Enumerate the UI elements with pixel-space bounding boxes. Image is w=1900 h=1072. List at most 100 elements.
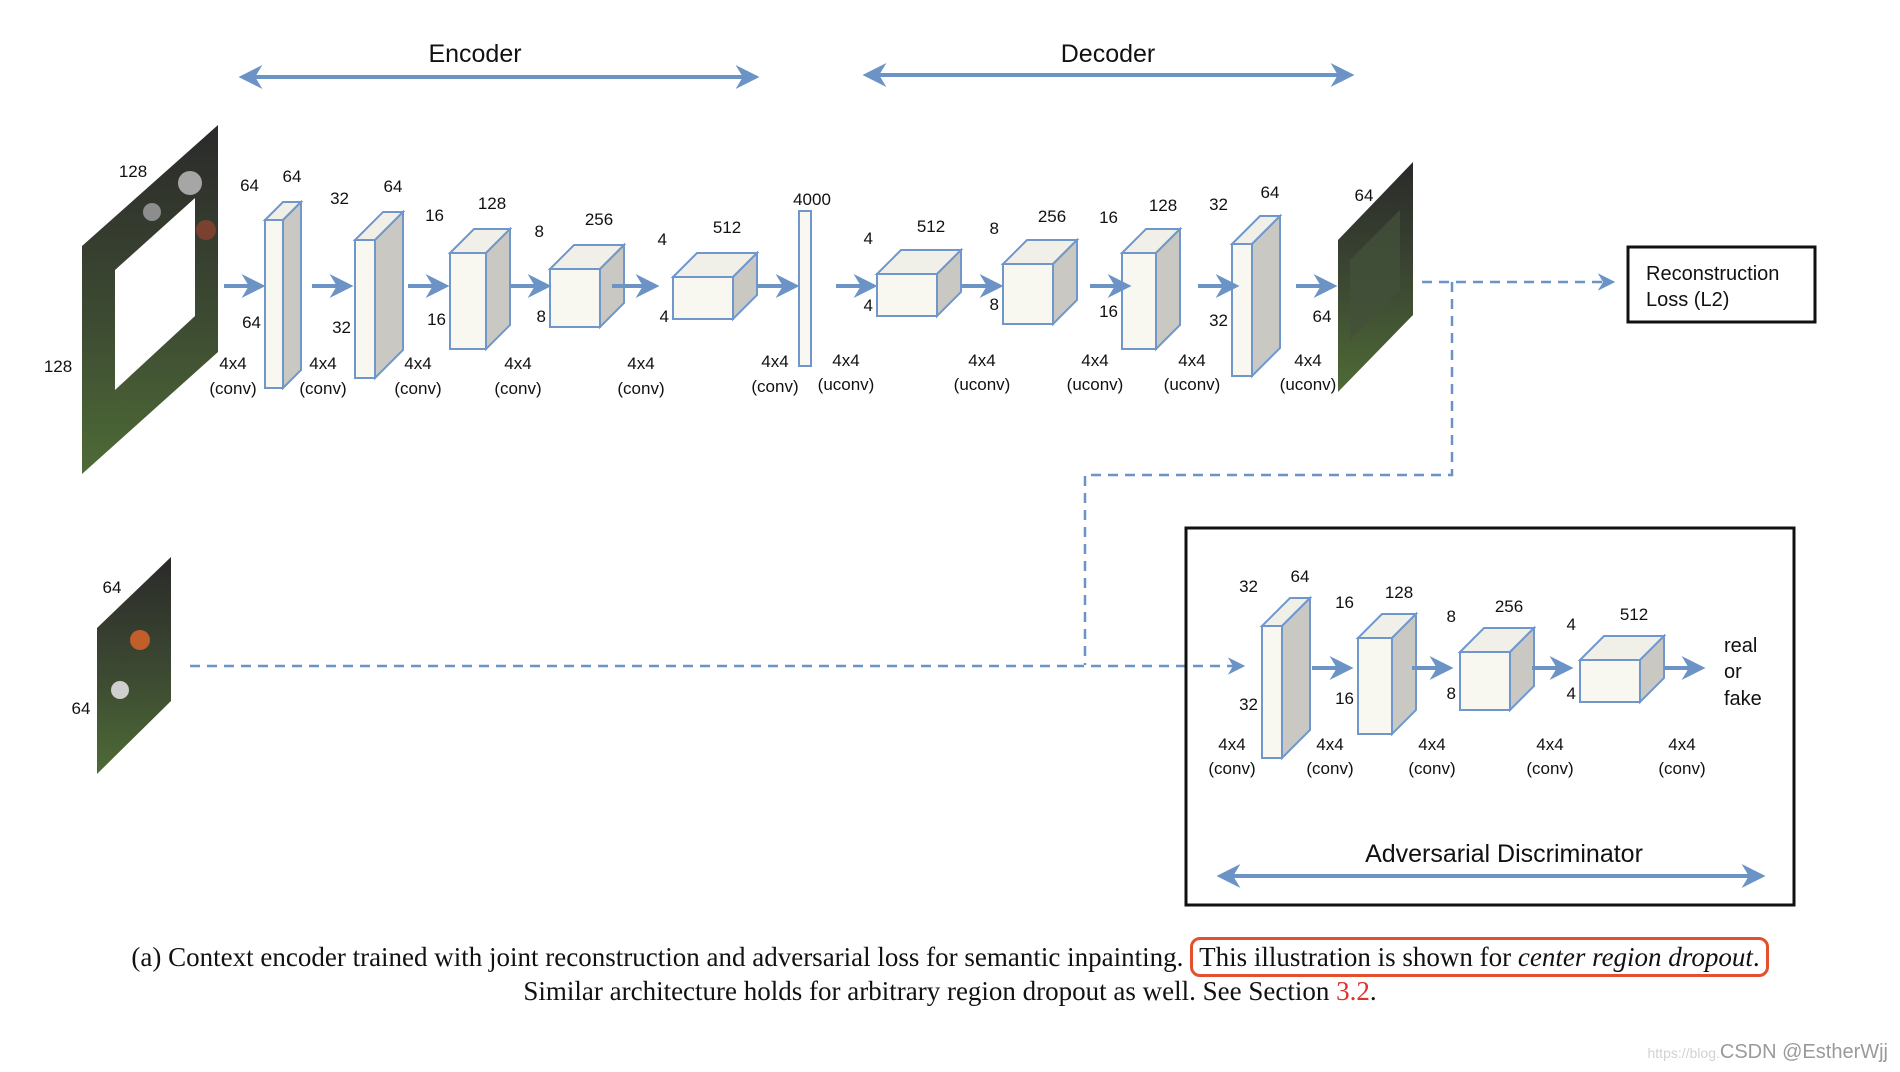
encoder-layer-1-dim-a: 64 <box>240 176 259 195</box>
caption-highlight-pre: This illustration is shown for <box>1199 942 1518 972</box>
decoder-layer-1-kernel: 4x4 <box>832 351 859 370</box>
output-height-label: 64 <box>1313 307 1332 326</box>
caption-line2-end: . <box>1369 976 1377 1006</box>
encoder-layer-1-kernel: 4x4 <box>219 354 246 373</box>
encoder-layer-2-kernel: 4x4 <box>309 354 336 373</box>
caption-highlight-emphasis: center region dropout <box>1517 942 1753 972</box>
discriminator-layer-3 <box>1457 625 1537 713</box>
encoder-layer-3-op: (conv) <box>394 379 441 398</box>
decoder-layer-4-side: 32 <box>1209 311 1228 330</box>
discriminator-output-real: real <box>1724 635 1757 657</box>
encoder-layer-2-dim-b: 64 <box>384 177 403 196</box>
decoder-layer-2 <box>1000 237 1080 327</box>
encoder-layer-1-dim-b: 64 <box>283 167 302 186</box>
decoder-layer-3-side: 16 <box>1099 302 1118 321</box>
decoder-layer-2-dim-a: 8 <box>990 219 999 238</box>
decoder-layer-5-kernel: 4x4 <box>1294 351 1321 370</box>
discriminator-box <box>1184 526 1796 907</box>
discriminator-layer-2-op: (conv) <box>1306 759 1353 778</box>
watermark-text: CSDN @EstherWjj <box>1719 1041 1888 1063</box>
discriminator-layer-5-kernel: 4x4 <box>1668 735 1695 754</box>
bottleneck-layer <box>798 210 812 367</box>
encoder-layer-5-kernel: 4x4 <box>627 354 654 373</box>
decoder-layer-1-side: 4 <box>864 296 873 315</box>
discriminator-layer-1-dim-b: 64 <box>1291 567 1310 586</box>
real-image-height-label: 64 <box>72 699 91 718</box>
encoder-layer-4-dim-a: 8 <box>535 222 544 241</box>
discriminator-layer-3-dim-a: 8 <box>1447 607 1456 626</box>
discriminator-layer-4-side: 4 <box>1567 684 1576 703</box>
decoder-layer-2-side: 8 <box>990 295 999 314</box>
decoder-layer-3-kernel: 4x4 <box>1081 351 1108 370</box>
decoder-layer-1-dim-b: 512 <box>917 217 945 236</box>
encoder-layer-5-side: 4 <box>660 307 669 326</box>
discriminator-layer-3-dim-b: 256 <box>1495 597 1523 616</box>
discriminator-layer-row: 326432161281682568451244x4(conv)4x4(conv… <box>1208 567 1705 778</box>
encoder-layer-5-dim-b: 512 <box>713 218 741 237</box>
encoder-layer-1 <box>262 199 304 391</box>
decoder-layer-2-op: (uconv) <box>954 375 1011 394</box>
input-height-label: 128 <box>44 357 72 376</box>
discriminator-layer-4-op: (conv) <box>1526 759 1573 778</box>
decoder-layer-1-dim-a: 4 <box>864 229 873 248</box>
caption-highlight-post: . <box>1752 942 1760 972</box>
encoder-layer-1-op: (conv) <box>209 379 256 398</box>
decoder-layer-2-kernel: 4x4 <box>968 351 995 370</box>
encoder-layer-5-op: (conv) <box>617 379 664 398</box>
output-image <box>1338 162 1413 392</box>
decoder-layer-5-op: (uconv) <box>1280 375 1337 394</box>
encoder-layer-4-dim-b: 256 <box>585 210 613 229</box>
discriminator-title: Adversarial Discriminator <box>1365 840 1643 868</box>
caption-highlight: This illustration is shown for center re… <box>1190 937 1769 977</box>
decoder-layer-2-dim-b: 256 <box>1038 207 1066 226</box>
encoder-layer-2 <box>352 209 406 381</box>
discriminator-layer-4-dim-b: 512 <box>1620 605 1648 624</box>
encoder-layer-4-side: 8 <box>537 307 546 326</box>
discriminator-layer-4-dim-a: 4 <box>1567 615 1576 634</box>
discriminator-layer-4-kernel: 4x4 <box>1536 735 1563 754</box>
input-image <box>82 125 218 474</box>
discriminator-layer-1-dim-a: 32 <box>1239 577 1258 596</box>
reconstruction-loss-line1: Reconstruction <box>1646 263 1779 285</box>
discriminator-layer-3-op: (conv) <box>1408 759 1455 778</box>
reconstruction-connector <box>1083 273 1616 665</box>
section-link[interactable]: 3.2 <box>1336 976 1370 1006</box>
watermark-faint: https://blog. <box>1647 1045 1720 1061</box>
decoder-layer-4-kernel: 4x4 <box>1178 351 1205 370</box>
encoder-layer-4-op: (conv) <box>494 379 541 398</box>
decoder-layer-4-dim-b: 64 <box>1261 183 1280 202</box>
decoder-layer-1-op: (uconv) <box>818 375 875 394</box>
bottleneck-kernel-label: 4x4 <box>761 352 788 371</box>
real-image <box>97 557 171 774</box>
discriminator-layer-1-op: (conv) <box>1208 759 1255 778</box>
discriminator-layer-2-kernel: 4x4 <box>1316 735 1343 754</box>
discriminator-output-fake: fake <box>1724 688 1762 710</box>
decoder-layer-3-dim-a: 16 <box>1099 208 1118 227</box>
watermark: https://blog.CSDN @EstherWjj <box>1648 1041 1889 1064</box>
bottleneck-size-label: 4000 <box>793 190 831 209</box>
input-width-label: 128 <box>119 162 147 181</box>
bottleneck-op-label: (conv) <box>751 377 798 396</box>
reconstruction-loss-box <box>1626 245 1817 324</box>
encoder-layer-5-dim-a: 4 <box>658 230 667 249</box>
decoder-layer-3 <box>1119 226 1183 352</box>
figure-caption-line2: Similar architecture holds for arbitrary… <box>0 974 1900 1008</box>
encoder-layer-4-kernel: 4x4 <box>504 354 531 373</box>
discriminator-layer-3-side: 8 <box>1447 684 1456 703</box>
discriminator-layer-2-dim-a: 16 <box>1335 593 1354 612</box>
discriminator-layer-2 <box>1355 611 1419 737</box>
encoder-layer-5 <box>670 250 760 322</box>
decoder-layer-4-dim-a: 32 <box>1209 195 1228 214</box>
encoder-layer-3-side: 16 <box>427 310 446 329</box>
decoder-layer-3-op: (uconv) <box>1067 375 1124 394</box>
decoder-label: Decoder <box>1061 40 1156 68</box>
caption-line1-text: (a) Context encoder trained with joint r… <box>131 942 1184 972</box>
encoder-layer-2-dim-a: 32 <box>330 189 349 208</box>
output-width-label: 64 <box>1355 186 1374 205</box>
discriminator-layer-5-op: (conv) <box>1658 759 1705 778</box>
real-image-width-label: 64 <box>103 578 122 597</box>
discriminator-output-or: or <box>1724 661 1742 683</box>
decoder-layer-4-op: (uconv) <box>1164 375 1221 394</box>
